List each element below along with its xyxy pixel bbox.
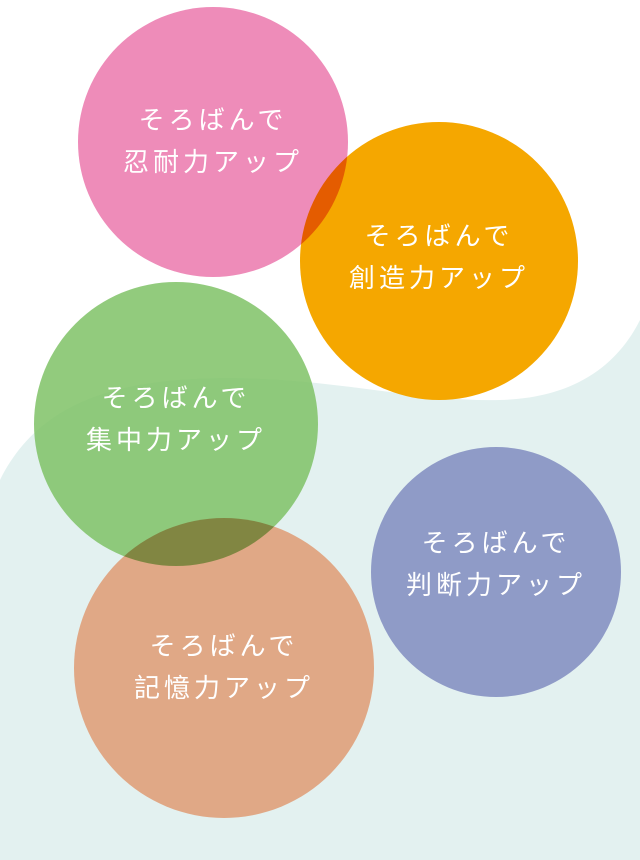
circle-pink (78, 7, 348, 277)
label-line2: 判断力アップ (405, 571, 586, 601)
label-line1: そろばんで (364, 222, 514, 252)
label-line1: そろばんで (149, 632, 299, 662)
label-green: そろばんで 集中力アップ (34, 360, 318, 480)
label-line1: そろばんで (138, 106, 288, 136)
label-line2: 忍耐力アップ (122, 148, 303, 178)
circle-purple (371, 447, 621, 697)
label-line1: そろばんで (101, 384, 251, 414)
circle-peach (74, 518, 374, 818)
label-line2: 記憶力アップ (133, 674, 314, 704)
label-line1: そろばんで (421, 529, 571, 559)
label-purple: そろばんで 判断力アップ (371, 505, 621, 625)
label-orange: そろばんで 創造力アップ (300, 198, 578, 318)
label-line2: 創造力アップ (348, 264, 529, 294)
label-pink: そろばんで 忍耐力アップ (78, 82, 348, 202)
label-peach: そろばんで 記憶力アップ (74, 608, 374, 728)
circle-green (34, 282, 318, 566)
circle-orange (300, 122, 578, 400)
label-line2: 集中力アップ (85, 426, 266, 456)
